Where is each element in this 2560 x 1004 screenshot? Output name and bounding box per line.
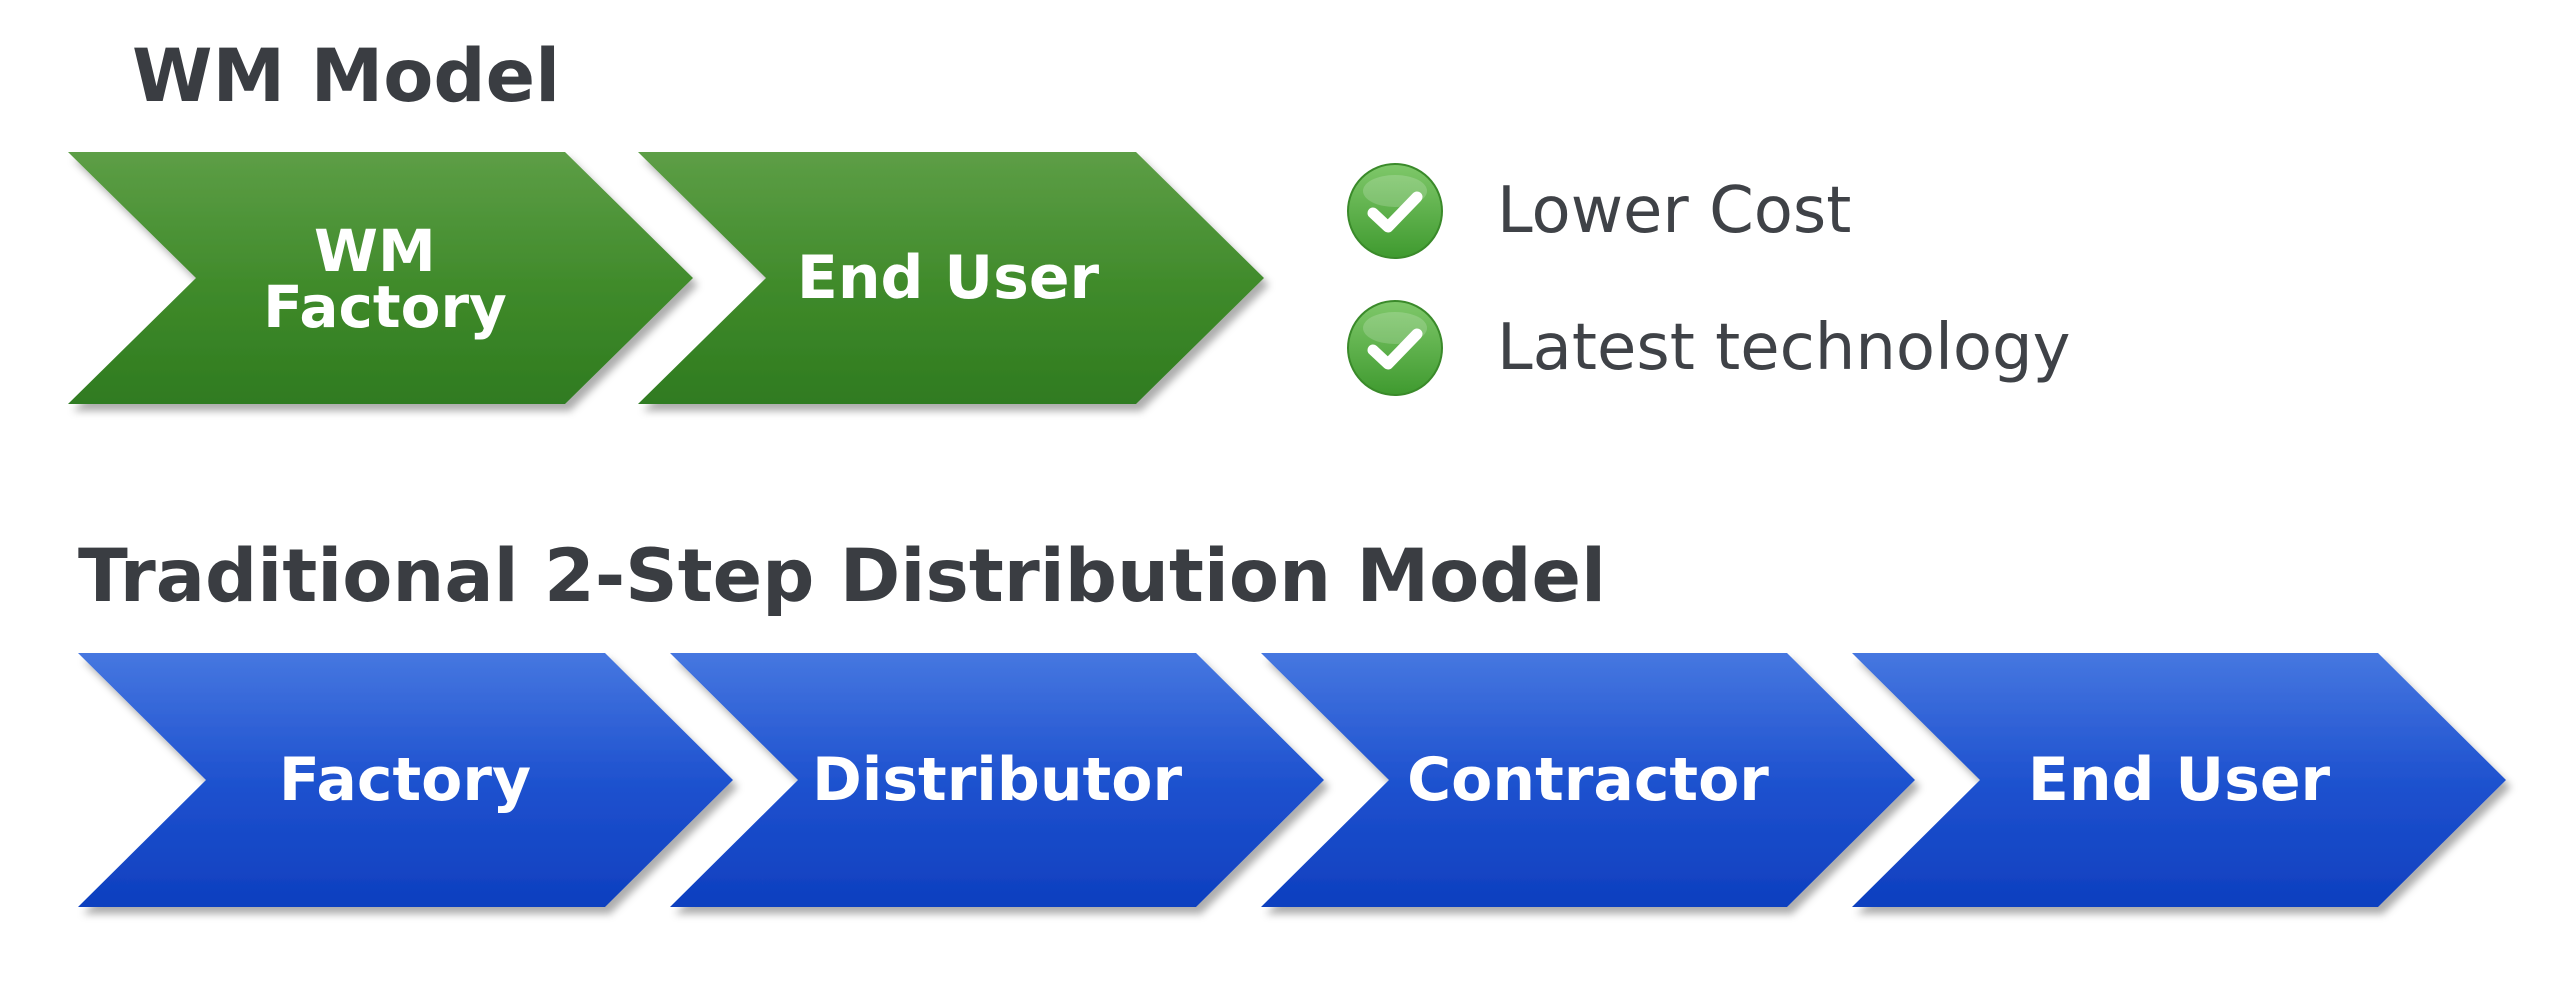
trad-step-factory-label: Factory [279,745,531,815]
wm-model-title: WM Model [132,34,561,119]
wm-step-end-user: End User [638,152,1264,404]
trad-step-end-user-label: End User [2028,745,2331,815]
benefit-item-latest-technology: Latest technology [1345,298,2071,398]
benefit-item-lower-cost: Lower Cost [1345,161,1851,261]
trad-step-distributor-label: Distributor [812,745,1182,815]
benefit-text: Latest technology [1497,311,2071,385]
wm-step-factory-line2: Factory [263,273,507,341]
trad-step-factory: Factory [78,653,733,907]
trad-step-contractor: Contractor [1261,653,1915,907]
traditional-model-title: Traditional 2-Step Distribution Model [78,534,1607,619]
wm-model-flow: WM Factory End User [68,152,1264,404]
wm-step-factory-line1: WM [314,217,436,285]
check-circle-icon [1347,163,1443,259]
trad-step-distributor: Distributor [670,653,1324,907]
benefit-text: Lower Cost [1497,174,1852,248]
wm-step-factory: WM Factory [68,152,693,404]
wm-step-end-user-label: End User [797,243,1100,313]
svg-text:WM Factory: WM Factory [263,217,507,341]
check-circle-icon [1347,300,1443,396]
trad-step-end-user: End User [1852,653,2506,907]
trad-step-contractor-label: Contractor [1407,745,1769,815]
traditional-model-flow: Factory Distributor Contractor End User [78,653,2506,907]
